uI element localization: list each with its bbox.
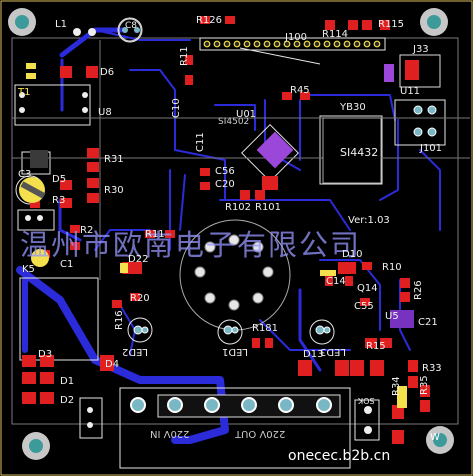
label-r102: R102 xyxy=(225,202,252,213)
antenna-j33-icon xyxy=(399,54,441,88)
label-q14: Q14 xyxy=(357,283,378,294)
label-r45: R45 xyxy=(290,85,310,96)
label-r126: R126 xyxy=(196,15,223,26)
company-watermark: 温州市欧南电子有限公司 xyxy=(20,228,362,262)
label-r20: R20 xyxy=(130,293,150,304)
label-r16: R16 xyxy=(114,310,125,330)
label-d10: D10 xyxy=(342,249,363,260)
label-d2: D2 xyxy=(60,395,75,406)
label-d1: D1 xyxy=(60,376,75,387)
label-k5: K5 xyxy=(22,264,35,275)
label-led1: LED1 xyxy=(222,346,248,357)
mounting-hole-bl-icon xyxy=(22,432,50,460)
label-r30: R30 xyxy=(104,185,124,196)
label-c21: C21 xyxy=(418,317,438,328)
label-c14: C14 xyxy=(326,276,346,287)
label-r15: R15 xyxy=(366,341,386,352)
label-r11b: R11 xyxy=(145,229,165,240)
label-r181: R181 xyxy=(252,323,279,334)
label-r101: R101 xyxy=(255,202,282,213)
label-r114: R114 xyxy=(322,29,349,40)
mounting-hole-tl-icon xyxy=(8,8,36,36)
label-si4432: SI4432 xyxy=(340,146,379,159)
label-l1: L1 xyxy=(55,19,67,30)
label-c3: C3 xyxy=(18,169,32,180)
label-r33: R33 xyxy=(422,363,442,374)
label-t1: T1 xyxy=(18,87,31,98)
label-led3: LED3 xyxy=(320,346,346,357)
label-j101: J101 xyxy=(420,143,443,154)
label-d3: D3 xyxy=(38,349,53,360)
label-r115: R115 xyxy=(378,19,405,30)
yellow-pads xyxy=(26,63,407,408)
website-footer: onecec.b2b.cn xyxy=(288,448,391,464)
label-c10: C10 xyxy=(171,98,182,118)
blue-traces xyxy=(16,27,441,444)
label-r2: R2 xyxy=(80,225,94,236)
label-220v-out: 220V OUT xyxy=(235,428,286,439)
capacitor-c1-icon xyxy=(31,249,49,267)
label-r34: R34 xyxy=(391,376,402,396)
label-c11: C11 xyxy=(195,132,206,152)
led-pads xyxy=(133,325,331,335)
silkscreen-outlines xyxy=(14,17,446,469)
label-yb30: YB30 xyxy=(340,102,366,113)
label-220v-in: 220V IN xyxy=(150,428,190,439)
capacitor-c3-icon xyxy=(19,177,46,203)
through-hole-pads xyxy=(19,28,372,434)
label-j100: J100 xyxy=(285,32,308,43)
label-si4502: SI4502 xyxy=(218,117,250,127)
label-r11: R11 xyxy=(179,46,190,66)
smd-pads xyxy=(22,16,430,444)
label-u11: U11 xyxy=(400,86,421,97)
label-r26: R26 xyxy=(413,280,424,300)
label-r10: R10 xyxy=(382,262,402,273)
label-r35: R35 xyxy=(419,375,430,395)
transformer-pins-icon xyxy=(194,234,274,311)
label-d4: D4 xyxy=(105,359,120,370)
label-u01: U01 xyxy=(236,109,257,120)
label-c56: C56 xyxy=(215,166,235,177)
label-version: Ver:1.03 xyxy=(348,215,390,226)
chip-u01-icon xyxy=(322,117,382,184)
label-d13: D13 xyxy=(303,349,324,360)
label-c1: C1 xyxy=(60,259,74,270)
capacitor-c8-icon xyxy=(118,18,142,42)
label-sok: SOK xyxy=(358,396,375,405)
terminal-block-icon xyxy=(130,394,341,418)
corner-mark: W xyxy=(430,432,440,443)
label-c8: C8 xyxy=(125,21,138,31)
label-d5: D5 xyxy=(52,174,67,185)
mounting-hole-br-icon xyxy=(426,426,454,454)
header-j101-icon xyxy=(413,105,437,137)
label-u5: U5 xyxy=(385,311,399,322)
label-j33: J33 xyxy=(413,44,429,55)
label-r31: R31 xyxy=(104,154,124,165)
label-c55: C55 xyxy=(354,301,374,312)
header-j100-icon xyxy=(203,40,381,48)
label-led2: LED2 xyxy=(122,346,148,357)
ic-bodies xyxy=(30,64,414,328)
mounting-hole-tr-icon xyxy=(420,8,448,36)
label-d22: D22 xyxy=(128,254,149,265)
label-c20: C20 xyxy=(215,179,235,190)
label-r3: R3 xyxy=(52,195,66,206)
label-u8: U8 xyxy=(98,107,112,118)
label-d6: D6 xyxy=(100,67,115,78)
